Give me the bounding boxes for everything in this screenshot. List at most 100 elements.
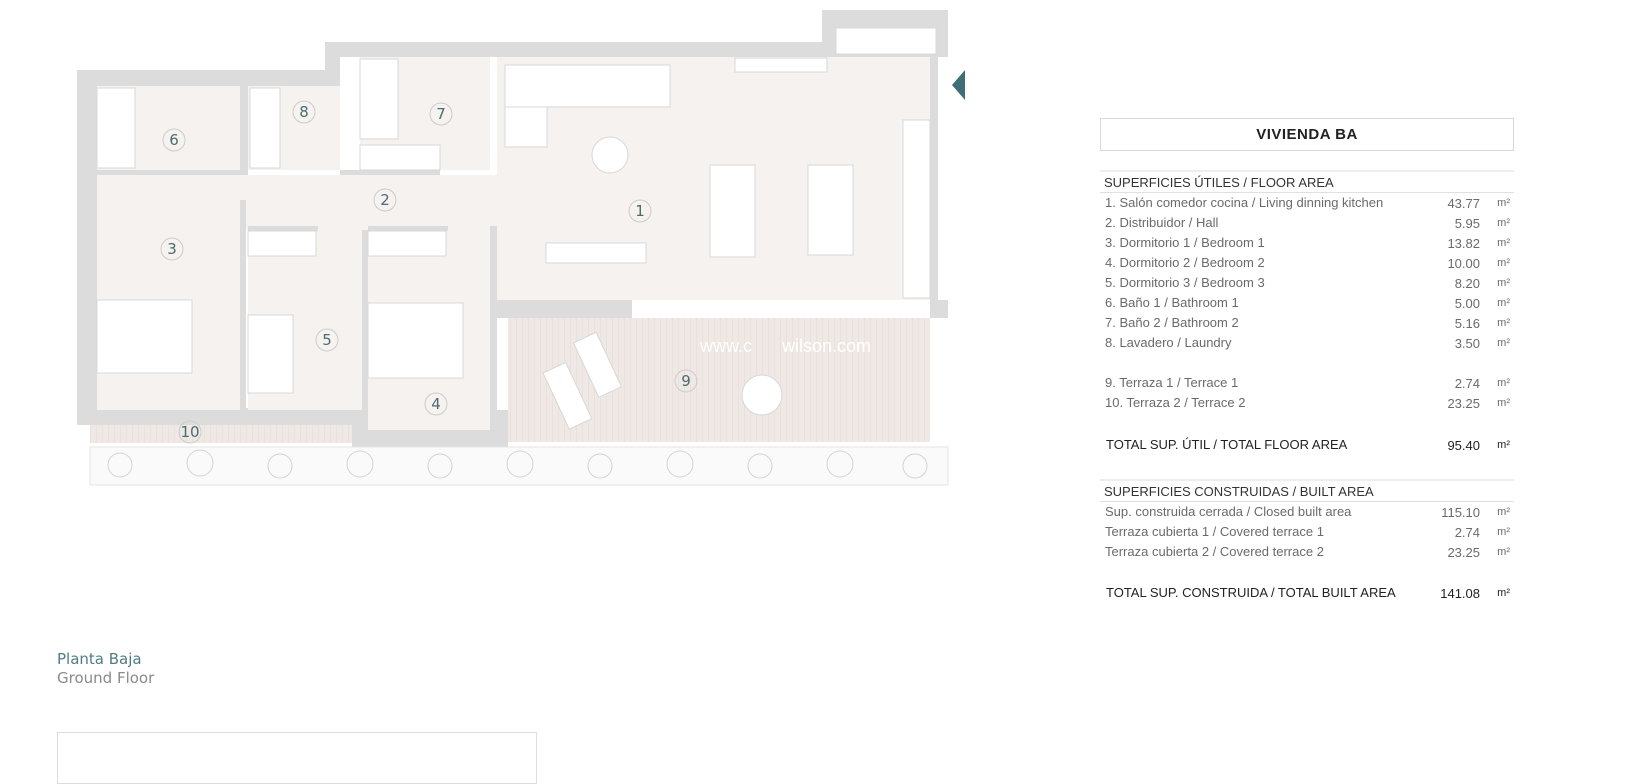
row-unit: m² (1497, 217, 1510, 229)
floor-area-heading: SUPERFICIES ÚTILES / FLOOR AREA (1100, 170, 1514, 193)
row-name: 7. Baño 2 / Bathroom 2 (1105, 315, 1239, 330)
key-plan-thumbnail (57, 732, 537, 784)
sofa (504, 64, 671, 108)
room-labels: 1 2 3 4 5 6 7 8 9 10 (160, 100, 698, 444)
row-value: 23.25 (1447, 395, 1480, 411)
shower-7 (359, 58, 399, 140)
sun-lounger (542, 361, 593, 430)
row-name: 4. Dormitorio 2 / Bedroom 2 (1105, 255, 1265, 270)
row-unit: m² (1497, 277, 1510, 289)
dining-table (709, 164, 756, 258)
row-unit: m² (1497, 506, 1510, 518)
floor-name-en: Ground Floor (57, 669, 155, 687)
wardrobe-7 (359, 144, 441, 171)
svg-text:6: 6 (169, 131, 179, 149)
interior-walls (97, 86, 497, 431)
table-row: 3. Dormitorio 1 / Bedroom 1 13.82 m² (1100, 233, 1514, 253)
coffee-table (591, 136, 629, 174)
row-value: 2.74 (1454, 375, 1480, 391)
row-unit: m² (1497, 257, 1510, 269)
row-name: 2. Distribuidor / Hall (1105, 215, 1219, 230)
svg-text:9: 9 (681, 372, 691, 390)
svg-text:7: 7 (436, 105, 446, 123)
built-area-heading: SUPERFICIES CONSTRUIDAS / BUILT AREA (1100, 479, 1514, 502)
room-label-3: 3 (160, 237, 184, 261)
table-row: 7. Baño 2 / Bathroom 2 5.16 m² (1100, 313, 1514, 333)
sofa-chaise (504, 106, 548, 148)
floor-caption: Planta Baja Ground Floor (57, 650, 154, 688)
table-row: Terraza cubierta 1 / Covered terrace 1 2.… (1100, 522, 1514, 542)
sun-lounger (572, 331, 623, 398)
row-value: 13.82 (1447, 235, 1480, 251)
row-value: 2.74 (1454, 524, 1480, 540)
unit-title: VIVIENDA BA (1100, 118, 1514, 151)
row-name: 3. Dormitorio 1 / Bedroom 1 (1105, 235, 1265, 250)
row-name: Terraza cubierta 1 / Covered terrace 1 (1105, 524, 1324, 539)
entrance-triangle-icon (952, 70, 965, 100)
bed-4 (367, 302, 464, 379)
garden-strip (89, 446, 949, 486)
built-area-total: TOTAL SUP. CONSTRUIDA / TOTAL BUILT AREA… (1100, 583, 1514, 603)
area-summary: VIVIENDA BA SUPERFICIES ÚTILES / FLOOR A… (1100, 118, 1514, 603)
row-value: 115.10 (1441, 504, 1480, 520)
row-unit: m² (1497, 526, 1510, 538)
row-value: 5.00 (1454, 295, 1480, 311)
room-label-10: 10 (178, 420, 202, 444)
room-label-5: 5 (315, 328, 339, 352)
room-label-8: 8 (292, 100, 316, 124)
table-row: 9. Terraza 1 / Terrace 1 2.74 m² (1100, 373, 1514, 393)
table-row: 5. Dormitorio 3 / Bedroom 3 8.20 m² (1100, 273, 1514, 293)
row-value: 3.50 (1454, 335, 1480, 351)
row-value: 5.95 (1454, 215, 1480, 231)
svg-text:8: 8 (299, 103, 309, 121)
garden-plants (107, 449, 928, 479)
floor-name-es: Planta Baja (57, 650, 142, 668)
table-row: Terraza cubierta 2 / Covered terrace 2 23… (1100, 542, 1514, 562)
svg-text:4: 4 (431, 395, 441, 413)
room-label-2: 2 (373, 188, 397, 212)
svg-text:10: 10 (180, 423, 199, 441)
terrace-10 (90, 425, 352, 443)
row-value: 8.20 (1454, 275, 1480, 291)
table-row: 4. Dormitorio 2 / Bedroom 2 10.00 m² (1100, 253, 1514, 273)
row-name: 10. Terraza 2 / Terrace 2 (1105, 395, 1246, 410)
row-name: 5. Dormitorio 3 / Bedroom 3 (1105, 275, 1265, 290)
row-unit: m² (1497, 337, 1510, 349)
room-label-1: 1 (628, 199, 652, 223)
room-label-6: 6 (162, 128, 186, 152)
room-label-4: 4 (424, 392, 448, 416)
kitchen-island (807, 164, 854, 256)
wall-bottom-left (77, 408, 367, 425)
total-unit: m² (1497, 439, 1510, 451)
total-value: 95.40 (1447, 437, 1480, 453)
row-value: 43.77 (1447, 195, 1480, 211)
row-value: 10.00 (1447, 255, 1480, 271)
wall-terrace (492, 300, 632, 318)
table-row: 2. Distribuidor / Hall 5.95 m² (1100, 213, 1514, 233)
bed-5 (247, 314, 294, 394)
row-value: 5.16 (1454, 315, 1480, 331)
row-name: 6. Baño 1 / Bathroom 1 (1105, 295, 1239, 310)
total-name: TOTAL SUP. CONSTRUIDA / TOTAL BUILT AREA (1106, 585, 1396, 600)
svg-text:1: 1 (635, 202, 645, 220)
row-name: 1. Salón comedor cocina / Living dinning… (1105, 195, 1384, 210)
tv-unit (545, 242, 647, 264)
wardrobe-4 (367, 230, 447, 257)
shower-6 (96, 87, 136, 169)
row-value: 23.25 (1447, 544, 1480, 560)
floor-plan: 1 2 3 4 5 6 7 8 9 10 www.c wilson.com (77, 10, 965, 486)
room-label-7: 7 (429, 102, 453, 126)
room-label-9: 9 (674, 369, 698, 393)
total-name: TOTAL SUP. ÚTIL / TOTAL FLOOR AREA (1106, 437, 1348, 452)
row-unit: m² (1497, 377, 1510, 389)
room-3-bedroom (97, 175, 240, 410)
row-unit: m² (1497, 237, 1510, 249)
shelf (734, 57, 828, 73)
row-unit: m² (1497, 317, 1510, 329)
row-name: Terraza cubierta 2 / Covered terrace 2 (1105, 544, 1324, 559)
row-unit: m² (1497, 197, 1510, 209)
row-name: 9. Terraza 1 / Terrace 1 (1105, 375, 1239, 390)
